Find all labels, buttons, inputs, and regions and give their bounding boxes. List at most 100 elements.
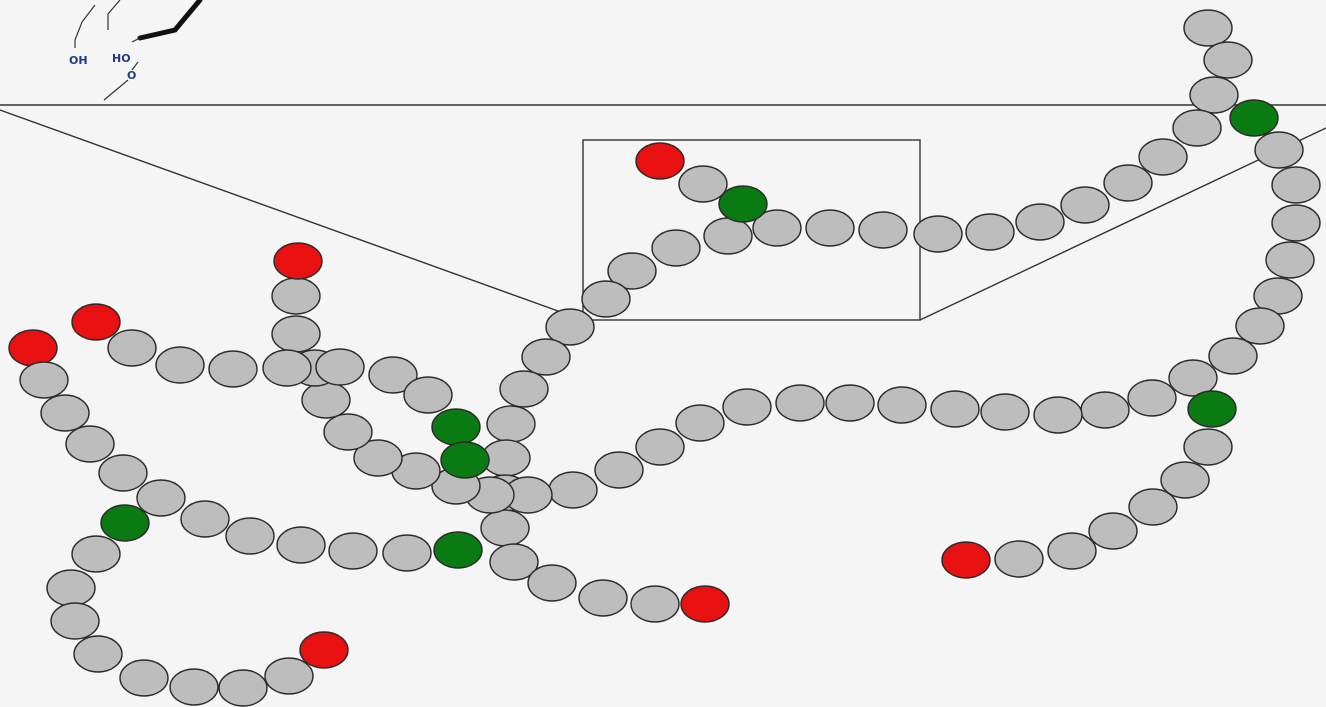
glucose-unit [1235,307,1285,345]
glucose-unit [353,439,403,477]
non-reducing-end [635,142,685,180]
glucose-unit [301,381,351,419]
glucose-unit [1183,9,1233,47]
glucose-unit [271,315,321,353]
glucose-chain [46,504,349,707]
glucose-unit [486,405,536,443]
glucose-unit [1271,204,1321,242]
glucose-unit [678,165,728,203]
glucose-unit [136,479,186,517]
glucose-chain [71,303,481,446]
glucose-unit [19,361,69,399]
glucose-unit [607,252,657,290]
glucose-unit [1271,166,1321,204]
glucose-unit [1168,359,1218,397]
non-reducing-end [71,303,121,341]
branch-point [100,504,150,542]
glucose-unit [1172,109,1222,147]
glucose-unit [1015,203,1065,241]
glucose-unit [323,413,373,451]
glucose-unit [1103,164,1153,202]
branch-point [1187,390,1237,428]
glucose-unit [1080,391,1130,429]
glucose-unit [1138,138,1188,176]
glucose-unit [98,454,148,492]
glucose-unit [225,517,275,555]
glucose-unit [965,213,1015,251]
glucose-unit [930,390,980,428]
glucose-unit [594,451,644,489]
glucose-unit [264,657,314,695]
glucose-unit [1203,41,1253,79]
glucose-unit [208,350,258,388]
glucose-unit [980,393,1030,431]
glucose-unit [805,209,855,247]
glucose-unit [545,308,595,346]
glucose-unit [581,280,631,318]
glucose-unit [65,425,115,463]
glucose-unit [877,386,927,424]
non-reducing-end [8,329,58,367]
glucose-unit [119,659,169,697]
glucose-chains [8,9,1321,707]
glucose-unit [1060,186,1110,224]
glucose-unit [489,543,539,581]
glucose-unit [368,356,418,394]
glucose-chain [440,441,490,479]
glucose-chain [635,142,768,223]
glucose-unit [107,329,157,367]
non-reducing-end [941,541,991,579]
glucose-unit [328,532,378,570]
glucose-unit [548,471,598,509]
glucose-unit [675,404,725,442]
glucose-unit [155,346,205,384]
glucose-unit [635,428,685,466]
branch-point [433,531,483,569]
glucose-unit [73,635,123,673]
glucose-unit [218,669,268,707]
glucose-unit [382,534,432,572]
zoom-callout [0,104,1326,321]
glucose-unit [40,394,90,432]
glucose-unit [521,338,571,376]
glucose-unit [1189,76,1239,114]
glucose-unit [315,348,365,386]
glucose-unit [262,349,312,387]
glucose-unit [271,277,321,315]
non-reducing-end [299,631,349,669]
chemical-structure-fragment: OH HO O [69,0,203,101]
glucose-unit [50,602,100,640]
branch-point [718,185,768,223]
glucose-unit [527,564,577,602]
glucose-unit [913,215,963,253]
glucose-unit [180,500,230,538]
glucose-unit [578,579,628,617]
branch-point [431,408,481,446]
ho-label: HO [112,52,131,65]
glucose-unit [858,211,908,249]
branch-point [440,441,490,479]
glucose-chain [8,329,483,572]
glucose-unit [403,376,453,414]
glucose-unit [1088,512,1138,550]
glucose-unit [169,668,219,706]
glucose-unit [499,370,549,408]
glucose-unit [1254,131,1304,169]
glucose-unit [1033,396,1083,434]
glucose-unit [722,388,772,426]
glucose-unit [1127,379,1177,417]
non-reducing-end [680,585,730,623]
glucose-unit [1128,488,1178,526]
glucose-unit [480,509,530,547]
branch-point [1229,99,1279,137]
glucose-unit [1208,337,1258,375]
glucose-chain [941,390,1237,579]
glucose-unit [752,209,802,247]
glucose-unit [825,384,875,422]
glucose-unit [630,585,680,623]
glucose-unit [1265,241,1315,279]
glucose-unit [1183,428,1233,466]
glucose-unit [1047,532,1097,570]
zoom-line-left [0,109,584,321]
